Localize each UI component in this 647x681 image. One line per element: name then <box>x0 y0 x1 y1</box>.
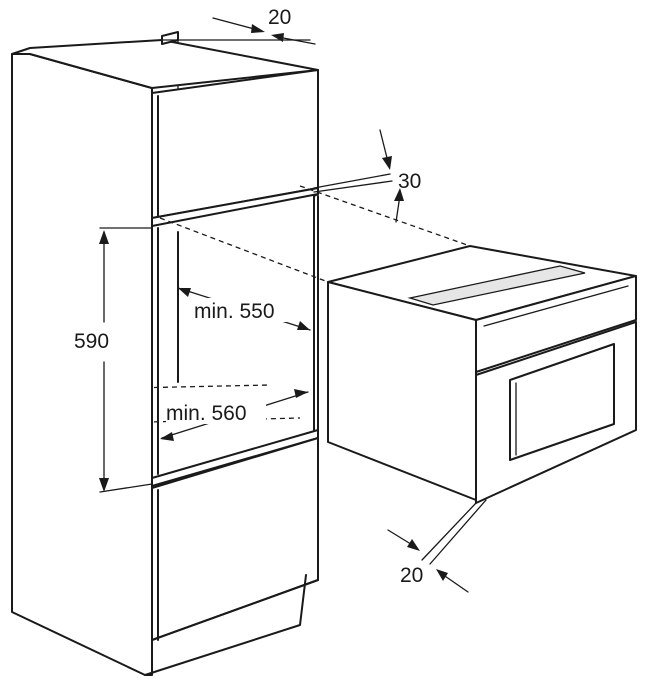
dimension-front-gap-label: 20 <box>400 564 423 587</box>
dimension-niche-width: min. 560 <box>160 389 309 441</box>
oven-side <box>327 281 477 501</box>
dimension-rear-gap-label: 30 <box>398 170 421 193</box>
dimension-niche-width-label: min. 560 <box>166 402 247 425</box>
dimension-rear-gap: 30 <box>159 129 471 283</box>
oven-top-vent <box>407 265 586 306</box>
dimension-front-gap: 20 <box>387 499 487 593</box>
dimension-niche-height: 590 <box>74 227 153 493</box>
dimension-top-gap-label: 20 <box>268 6 291 29</box>
oven <box>327 245 637 504</box>
cabinet-plinth <box>144 574 307 676</box>
dimension-niche-height-label: 590 <box>74 330 109 353</box>
oven-window <box>509 343 615 461</box>
dimension-niche-depth: min. 550 <box>177 287 311 331</box>
oven-control-panel <box>475 275 637 373</box>
dimension-niche-depth-label: min. 550 <box>194 300 275 323</box>
dimension-top-gap: 20 <box>161 6 316 45</box>
cabinet <box>11 31 319 676</box>
cabinet-side-panel <box>11 53 153 676</box>
niche-right-edge <box>313 193 319 431</box>
